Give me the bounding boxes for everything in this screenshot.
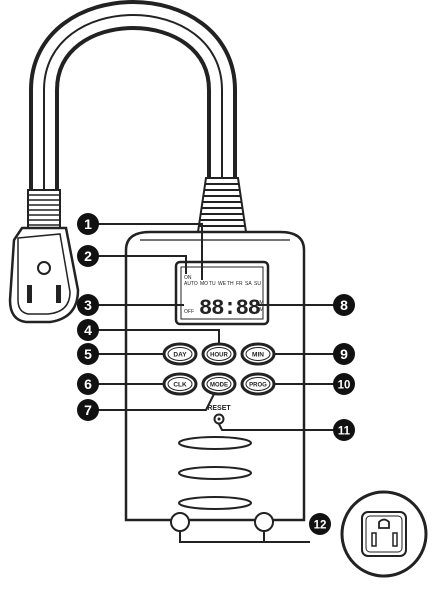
plug-prong-left — [27, 285, 32, 303]
right-strain-relief — [196, 177, 248, 233]
callout-1: 1 — [77, 213, 99, 235]
callout-3-number: 3 — [84, 297, 92, 313]
lcd-mode-on: ON — [184, 275, 192, 281]
callout-10-number: 10 — [338, 380, 351, 392]
vent-slot — [178, 466, 252, 480]
lcd-day-tu: TU — [209, 281, 216, 287]
prog-button-label: PROG — [249, 383, 267, 389]
day-button[interactable]: DAY — [162, 342, 198, 366]
outlet-ground-hole — [378, 518, 390, 529]
leader-lines — [98, 223, 334, 431]
lcd-day-we: WE — [218, 281, 227, 287]
lcd-display: ON AUTO OFF MO TU WE TH FR SA SU 88:88 A… — [174, 260, 270, 326]
min-button[interactable]: MIN — [240, 342, 276, 366]
mode-button-label: MODE — [210, 383, 228, 389]
power-cord — [29, 0, 237, 200]
lcd-day-su: SU — [254, 281, 261, 287]
lcd-day-sa: SA — [245, 281, 252, 287]
callout-4-number: 4 — [84, 322, 92, 338]
day-button-label: DAY — [173, 352, 187, 359]
callout-6-number: 6 — [84, 376, 92, 392]
lcd-digits: 88:88 — [199, 296, 261, 321]
prog-button[interactable]: PROG — [240, 372, 276, 396]
callout-4: 4 — [77, 319, 99, 341]
callout-12-number: 12 — [314, 520, 327, 532]
clk-button[interactable]: CLK — [162, 372, 198, 396]
reset-button[interactable] — [213, 413, 225, 425]
callout-7: 7 — [77, 399, 99, 421]
hour-button-label: HOUR — [210, 353, 228, 359]
callout-5: 5 — [77, 343, 99, 365]
callout-9: 9 — [333, 343, 355, 365]
mode-button[interactable]: MODE — [201, 372, 237, 396]
callout-12: 12 — [309, 513, 331, 535]
callout-10: 10 — [333, 373, 355, 395]
hour-button[interactable]: HOUR — [201, 342, 237, 366]
outlet-slot-left — [371, 532, 377, 547]
callout-8: 8 — [333, 294, 355, 316]
callout-3: 3 — [77, 294, 99, 316]
reset-label: RESET — [207, 405, 231, 412]
callout-2: 2 — [77, 245, 99, 267]
lcd-am: AM — [256, 300, 264, 306]
lcd-mode-auto: AUTO — [184, 281, 198, 287]
callout-2-number: 2 — [84, 248, 92, 264]
plug-prong-right — [56, 285, 61, 303]
callout-1-number: 1 — [84, 216, 92, 232]
outlet-slot-right — [392, 532, 398, 547]
callout-7-number: 7 — [84, 402, 92, 418]
lcd-pm: PM — [256, 307, 264, 313]
callout-6: 6 — [77, 373, 99, 395]
left-strain-relief — [27, 189, 61, 231]
lcd-day-mo: MO — [200, 281, 208, 287]
bottom-pins — [170, 512, 310, 543]
clk-button-label: CLK — [173, 382, 187, 389]
lcd-mode-off: OFF — [184, 309, 194, 315]
lcd-day-th: TH — [227, 281, 234, 287]
callout-11: 11 — [333, 419, 355, 441]
min-button-label: MIN — [252, 352, 264, 359]
outlet-detail — [340, 490, 428, 578]
plug-ground-pin — [37, 261, 51, 275]
lcd-day-fr: FR — [236, 281, 243, 287]
power-plug — [8, 226, 80, 324]
callout-5-number: 5 — [84, 346, 92, 362]
callout-8-number: 8 — [340, 297, 348, 313]
vent-slot — [178, 436, 252, 450]
callout-11-number: 11 — [338, 426, 351, 438]
callout-9-number: 9 — [340, 346, 348, 362]
vent-slot — [178, 496, 252, 510]
